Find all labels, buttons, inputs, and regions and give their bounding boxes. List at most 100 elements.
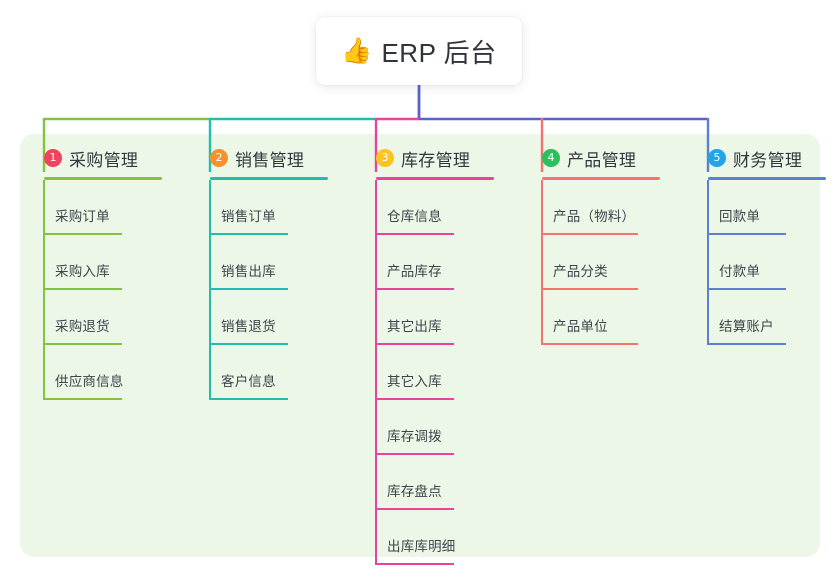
column-spine	[541, 180, 543, 345]
column-销售管理: 2 销售管理销售订单销售出库销售退货客户信息	[196, 145, 346, 400]
column-spine	[375, 180, 377, 565]
column-采购管理: 1 采购管理采购订单采购入库采购退货供应商信息	[30, 145, 180, 400]
column-spine	[43, 180, 45, 400]
list-item-underline	[210, 398, 288, 400]
list-item-label: 结算账户	[719, 319, 774, 334]
list-item-underline	[708, 233, 786, 235]
thumbs-up-icon: 👍	[341, 36, 373, 65]
column-underline	[376, 177, 494, 180]
list-item[interactable]: 出库库明细	[362, 510, 512, 565]
list-item-label: 库存盘点	[387, 484, 442, 499]
list-item[interactable]: 客户信息	[196, 345, 346, 400]
list-item[interactable]: 仓库信息	[362, 180, 512, 235]
list-item-underline	[44, 343, 122, 345]
column-title: 采购管理	[69, 150, 139, 170]
list-item-label: 销售出库	[221, 264, 276, 279]
list-item-underline	[708, 343, 786, 345]
column-item-list: 回款单付款单结算账户	[694, 180, 839, 345]
list-item-label: 采购订单	[55, 209, 110, 224]
list-item[interactable]: 产品分类	[528, 235, 688, 290]
root-node-content: 👍 ERP 后台	[341, 33, 496, 70]
list-item[interactable]: 库存调拨	[362, 400, 512, 455]
list-item[interactable]: 采购退货	[30, 290, 180, 345]
list-item-underline	[376, 563, 454, 565]
column-title: 产品管理	[567, 150, 637, 170]
list-item-underline	[376, 508, 454, 510]
list-item[interactable]: 产品库存	[362, 235, 512, 290]
list-item-label: 其它出库	[387, 319, 442, 334]
list-item[interactable]: 采购订单	[30, 180, 180, 235]
list-item-label: 付款单	[719, 264, 761, 279]
list-item-label: 采购退货	[55, 319, 110, 334]
column-underline	[708, 177, 826, 180]
column-item-list: 采购订单采购入库采购退货供应商信息	[30, 180, 180, 400]
column-number-badge: 2	[210, 149, 228, 167]
column-header[interactable]: 1 采购管理	[30, 145, 180, 171]
list-item-underline	[708, 288, 786, 290]
list-item[interactable]: 结算账户	[694, 290, 839, 345]
column-item-list: 仓库信息产品库存其它出库其它入库库存调拨库存盘点出库库明细	[362, 180, 512, 565]
list-item[interactable]: 销售退货	[196, 290, 346, 345]
list-item-underline	[210, 233, 288, 235]
column-header[interactable]: 5 财务管理	[694, 145, 839, 171]
list-item-label: 库存调拨	[387, 429, 442, 444]
column-title: 销售管理	[235, 150, 305, 170]
column-number-badge: 3	[376, 149, 394, 167]
list-item[interactable]: 其它入库	[362, 345, 512, 400]
list-item-label: 客户信息	[221, 374, 276, 389]
list-item-label: 出库库明细	[387, 539, 456, 554]
list-item-underline	[376, 343, 454, 345]
column-item-list: 产品（物料） 产品分类产品单位	[528, 180, 688, 345]
list-item-underline	[376, 453, 454, 455]
column-number-badge: 4	[542, 149, 560, 167]
list-item[interactable]: 库存盘点	[362, 455, 512, 510]
column-产品管理: 4 产品管理产品（物料） 产品分类产品单位	[528, 145, 688, 345]
mindmap-panel	[20, 134, 820, 557]
column-财务管理: 5 财务管理回款单付款单结算账户	[694, 145, 839, 345]
column-number-badge: 1	[44, 149, 62, 167]
list-item[interactable]: 其它出库	[362, 290, 512, 345]
column-title: 库存管理	[401, 150, 471, 170]
list-item-underline	[542, 233, 638, 235]
list-item[interactable]: 供应商信息	[30, 345, 180, 400]
column-underline	[44, 177, 162, 180]
list-item[interactable]: 回款单	[694, 180, 839, 235]
column-number-badge: 5	[708, 149, 726, 167]
list-item-label: 仓库信息	[387, 209, 442, 224]
list-item-underline	[44, 288, 122, 290]
list-item-underline	[376, 233, 454, 235]
list-item[interactable]: 产品单位	[528, 290, 688, 345]
list-item[interactable]: 付款单	[694, 235, 839, 290]
root-node[interactable]: 👍 ERP 后台	[316, 17, 522, 85]
list-item-underline	[210, 343, 288, 345]
list-item-label: 产品单位	[553, 319, 608, 334]
list-item-label: 供应商信息	[55, 374, 124, 389]
list-item-label: 采购入库	[55, 264, 110, 279]
list-item-underline	[210, 288, 288, 290]
list-item[interactable]: 销售订单	[196, 180, 346, 235]
list-item-underline	[376, 398, 454, 400]
list-item-underline	[44, 233, 122, 235]
column-underline	[542, 177, 660, 180]
column-header[interactable]: 4 产品管理	[528, 145, 688, 171]
list-item[interactable]: 销售出库	[196, 235, 346, 290]
list-item-label: 销售订单	[221, 209, 276, 224]
list-item-label: 销售退货	[221, 319, 276, 334]
list-item-label: 产品（物料）	[553, 209, 636, 224]
column-title: 财务管理	[733, 150, 803, 170]
list-item-underline	[376, 288, 454, 290]
column-underline	[210, 177, 328, 180]
list-item-underline	[542, 343, 638, 345]
column-header[interactable]: 2 销售管理	[196, 145, 346, 171]
list-item[interactable]: 采购入库	[30, 235, 180, 290]
column-header[interactable]: 3 库存管理	[362, 145, 512, 171]
column-spine	[707, 180, 709, 345]
column-库存管理: 3 库存管理仓库信息产品库存其它出库其它入库库存调拨库存盘点出库库明细	[362, 145, 512, 565]
root-title: ERP 后台	[381, 37, 497, 68]
list-item[interactable]: 产品（物料）	[528, 180, 688, 235]
list-item-underline	[542, 288, 638, 290]
column-item-list: 销售订单销售出库销售退货客户信息	[196, 180, 346, 400]
list-item-label: 回款单	[719, 209, 761, 224]
list-item-label: 其它入库	[387, 374, 442, 389]
